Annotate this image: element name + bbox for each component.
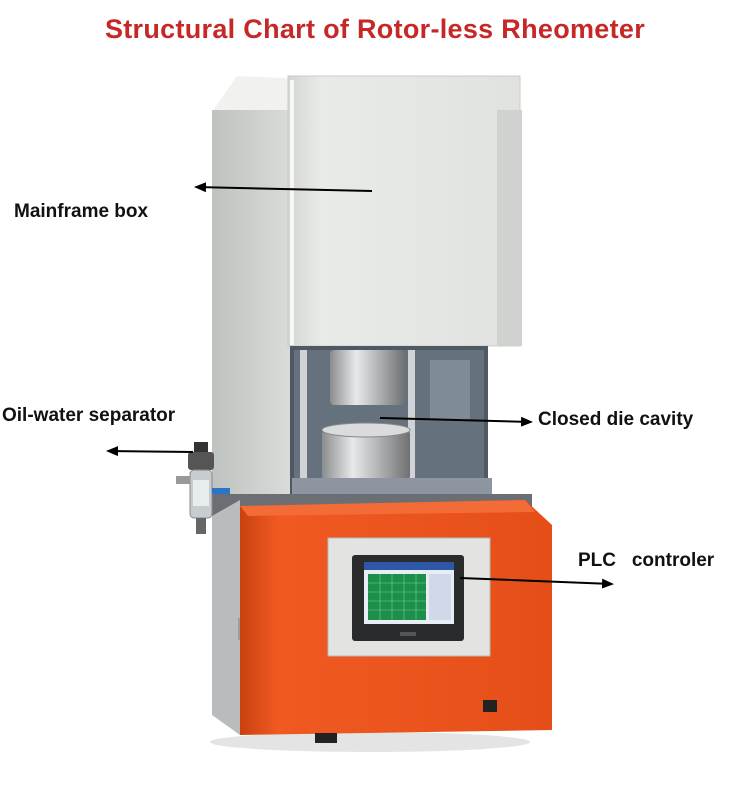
foot-left: [315, 733, 337, 743]
label-mainframe-box: Mainframe box: [14, 201, 149, 222]
oil-water-separator: [176, 442, 230, 534]
page-title: Structural Chart of Rotor-less Rheometer: [104, 14, 646, 44]
closed-die-cavity: [290, 346, 492, 496]
label-plc-controller: PLC controler: [578, 550, 715, 571]
arrow-oil-water: [106, 446, 194, 457]
base-side-panel: [212, 500, 240, 735]
arrow-plc: [459, 577, 614, 589]
arrow-mainframe: [194, 182, 373, 193]
label-closed-die-cavity: Closed die cavity: [538, 409, 694, 430]
foot-right: [483, 700, 497, 712]
label-oil-water-separator: Oil-water separator: [2, 405, 176, 426]
floor-shadow: [210, 732, 530, 752]
plc-controller: [327, 537, 491, 657]
arrow-closed-die: [379, 416, 533, 427]
mainframe-box: [212, 75, 522, 500]
